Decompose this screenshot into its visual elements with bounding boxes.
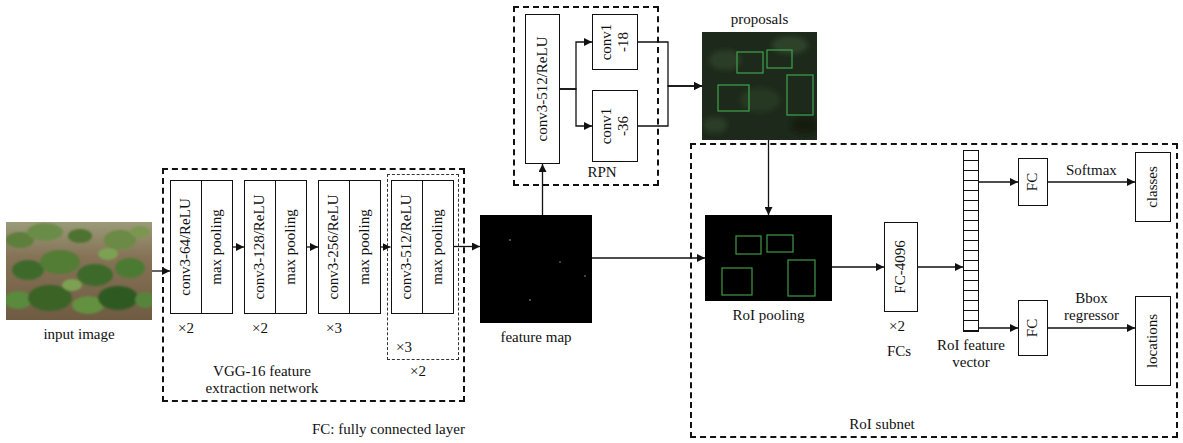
connector bbox=[979, 181, 1018, 182]
conv-layer: conv3-64/ReLU bbox=[170, 180, 202, 314]
connector bbox=[832, 266, 884, 267]
edge-label: Softmax bbox=[1064, 162, 1119, 179]
connector bbox=[560, 89, 592, 126]
node-label: FC bbox=[1024, 173, 1041, 191]
repeat-count: FCs bbox=[887, 343, 911, 360]
input-photo bbox=[6, 222, 152, 320]
repeat-group: conv3-512/ReLU max pooling ×3 bbox=[387, 174, 459, 360]
pool-layer: max pooling bbox=[275, 180, 307, 314]
node-label: RoI pooling bbox=[732, 307, 804, 324]
conv-layer: conv1 -36 bbox=[592, 90, 638, 162]
node-label: conv3-128/ReLU bbox=[251, 195, 268, 300]
conv-layer: conv3-128/ReLU bbox=[244, 180, 276, 314]
node-label: conv3-256/ReLU bbox=[325, 195, 342, 300]
node-label: proposals bbox=[731, 11, 789, 28]
fc-layer: FC bbox=[1018, 300, 1048, 356]
connector bbox=[1048, 327, 1135, 328]
rpn-group: conv3-512/ReLU conv1 -18 conv1 -36RPN bbox=[513, 6, 659, 186]
node-label: conv3-64/ReLU bbox=[177, 198, 194, 295]
repeat-count: ×2 bbox=[889, 318, 905, 335]
connector bbox=[381, 246, 391, 247]
connector bbox=[918, 266, 963, 267]
node-label: locations bbox=[1144, 314, 1161, 368]
node-label: input image bbox=[43, 326, 114, 343]
node-label: ×3 bbox=[396, 339, 412, 356]
node-label: conv3-512/ReLU bbox=[398, 194, 415, 299]
node-label: RoI subnet bbox=[849, 416, 914, 433]
connector bbox=[560, 42, 592, 89]
feature-vector: RoI feature vector bbox=[963, 150, 979, 332]
node-label: FC bbox=[1024, 319, 1041, 337]
feature-map: feature map bbox=[480, 215, 592, 323]
roi-pooling-image bbox=[705, 215, 832, 301]
edge-label: Bbox regressor bbox=[1062, 290, 1121, 325]
note: FC: fully connected layer bbox=[312, 421, 465, 438]
node-label: conv1 -36 bbox=[598, 104, 633, 148]
feature-map-image bbox=[480, 215, 592, 323]
fc-layer: FC-4096 bbox=[884, 222, 918, 312]
node-label: max pooling bbox=[208, 209, 225, 284]
proposals-image: proposals bbox=[702, 32, 817, 140]
connector bbox=[307, 246, 318, 247]
connector bbox=[1048, 181, 1135, 182]
output-box: locations bbox=[1135, 296, 1171, 386]
conv-layer: conv3-512/ReLU bbox=[391, 180, 423, 314]
proposals-image bbox=[702, 32, 817, 140]
node-label: conv3-512/ReLU bbox=[534, 37, 551, 142]
repeat-count: ×2 bbox=[252, 320, 268, 337]
output-box: classes bbox=[1135, 152, 1171, 222]
connector bbox=[638, 86, 702, 126]
repeat-count: ×2 bbox=[410, 363, 426, 380]
conv-layer: conv3-256/ReLU bbox=[318, 180, 350, 314]
node-label: conv1 -18 bbox=[598, 20, 633, 64]
pool-layer: max pooling bbox=[201, 180, 233, 314]
roi-pooling: RoI pooling bbox=[705, 215, 832, 301]
conv-layer: conv1 -18 bbox=[592, 14, 638, 70]
node-label: RoI feature vector bbox=[921, 337, 1021, 372]
connector bbox=[592, 257, 705, 258]
node-label: max pooling bbox=[429, 209, 446, 284]
connector bbox=[979, 327, 1018, 328]
fc-layer: FC bbox=[1018, 158, 1048, 206]
connector bbox=[638, 42, 702, 86]
repeat-count: ×2 bbox=[178, 320, 194, 337]
connector bbox=[454, 246, 481, 247]
connector bbox=[152, 270, 170, 271]
connector bbox=[542, 164, 543, 215]
pool-layer: max pooling bbox=[422, 180, 454, 314]
input-image: input image bbox=[6, 222, 152, 320]
repeat-count: ×3 bbox=[326, 320, 342, 337]
node-label: RPN bbox=[587, 164, 616, 181]
connector bbox=[233, 246, 244, 247]
connector bbox=[768, 140, 769, 215]
node-label: FC-4096 bbox=[892, 240, 909, 293]
pool-layer: max pooling bbox=[349, 180, 381, 314]
node-label: max pooling bbox=[356, 209, 373, 284]
node-label: max pooling bbox=[282, 209, 299, 284]
conv-layer: conv3-512/ReLU bbox=[525, 14, 560, 164]
node-label: feature map bbox=[500, 329, 571, 346]
node-label: VGG-16 feature extraction network bbox=[182, 363, 342, 398]
node-label: classes bbox=[1144, 166, 1161, 208]
